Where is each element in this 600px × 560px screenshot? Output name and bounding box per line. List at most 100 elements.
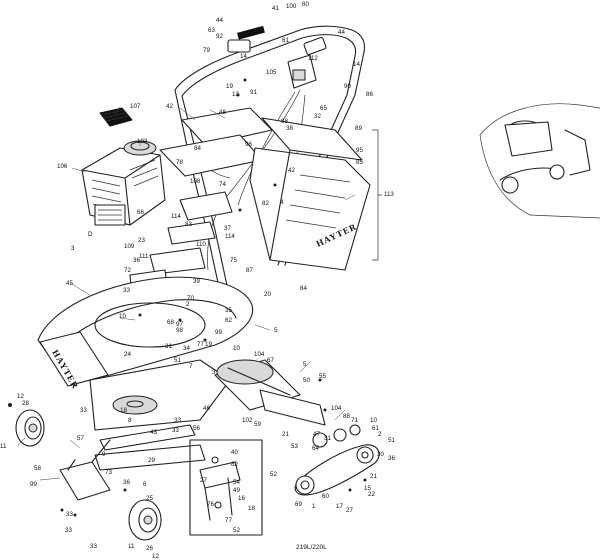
part-callout-22: 22	[368, 491, 375, 498]
part-callout-33: 33	[172, 427, 179, 434]
part-callout-5: 5	[303, 361, 307, 368]
part-callout-61: 61	[282, 37, 289, 44]
part-callout-3: 3	[71, 245, 75, 252]
part-callout-2: 2	[186, 301, 190, 308]
part-callout-91: 91	[250, 89, 257, 96]
part-callout-60: 60	[322, 493, 329, 500]
part-callout-14: 14	[240, 53, 247, 60]
part-callout-104: 104	[254, 351, 265, 358]
part-callout-73: 73	[105, 469, 112, 476]
part-callout-10: 10	[370, 417, 377, 424]
engine-cover-plates	[129, 107, 273, 297]
part-callout-4: 4	[280, 199, 284, 206]
front-left-wheel	[15, 409, 45, 447]
part-callout-67: 67	[267, 357, 274, 364]
part-callout-21: 21	[282, 431, 289, 438]
part-callout-90: 90	[344, 83, 351, 90]
part-callout-6: 6	[143, 481, 147, 488]
rear-left-wheel	[128, 499, 162, 541]
part-callout-30: 30	[377, 451, 384, 458]
wheel-bracket	[59, 439, 111, 501]
part-callout-52: 52	[233, 527, 240, 534]
part-callout-97: 97	[176, 321, 183, 328]
part-callout-82: 82	[262, 200, 269, 207]
part-callout-11: 11	[0, 443, 7, 450]
mower-deck: HAYTER	[37, 276, 254, 391]
part-callout-112: 112	[308, 55, 318, 62]
part-callout-68: 68	[167, 319, 174, 326]
part-callout-74: 74	[219, 181, 226, 188]
part-callout-77: 77	[197, 341, 204, 348]
part-callout-9: 9	[102, 451, 106, 458]
part-callout-15: 15	[364, 485, 371, 492]
part-callout-33: 33	[123, 287, 130, 294]
part-callout-80: 80	[302, 1, 309, 8]
part-callout-88: 88	[281, 118, 288, 125]
part-callout-31: 31	[324, 435, 331, 442]
part-callout-D: D	[88, 231, 93, 238]
part-callout-109: 109	[124, 243, 135, 250]
part-callout-83: 83	[185, 221, 192, 228]
part-callout-20: 20	[264, 291, 271, 298]
part-callout-72: 72	[124, 267, 131, 274]
part-callout-58: 58	[34, 465, 41, 472]
part-callout-13: 13	[232, 91, 239, 98]
decal-plate	[99, 107, 133, 127]
part-callout-26: 26	[146, 545, 153, 552]
part-callout-76: 76	[207, 501, 214, 508]
part-callout-34: 34	[183, 345, 190, 352]
part-callout-24: 24	[124, 351, 131, 358]
part-callout-75: 75	[230, 257, 237, 264]
rear-roller	[214, 359, 326, 426]
part-callout-56: 56	[193, 425, 200, 432]
part-callout-64: 64	[312, 445, 319, 452]
part-callout-36: 36	[123, 479, 130, 486]
part-callout-53: 53	[291, 443, 298, 450]
part-callout-45: 45	[66, 280, 73, 287]
part-callout-51: 51	[388, 437, 395, 444]
part-callout-50: 50	[303, 377, 310, 384]
part-callout-85: 85	[356, 159, 363, 166]
part-callout-28: 28	[22, 400, 29, 407]
part-callout-47: 47	[313, 431, 320, 438]
part-callout-89: 89	[355, 125, 362, 132]
part-callout-18: 18	[120, 407, 127, 414]
part-callout-19: 19	[226, 83, 233, 90]
leader-lines	[17, 106, 356, 481]
part-callout-27: 27	[200, 477, 207, 484]
part-callout-10: 10	[119, 313, 126, 320]
part-callout-51: 51	[174, 357, 181, 364]
part-callout-96: 96	[245, 141, 252, 148]
part-callout-12: 12	[17, 393, 24, 400]
part-callout-42: 42	[166, 103, 173, 110]
part-callout-3: 3	[212, 369, 216, 376]
part-callout-106: 106	[57, 163, 68, 170]
part-callout-32: 32	[314, 113, 321, 120]
part-callout-42: 42	[288, 167, 295, 174]
part-callout-44: 44	[216, 17, 223, 24]
assembled-mower-inset	[479, 103, 600, 219]
part-callout-39: 39	[193, 278, 200, 285]
part-callout-46: 46	[203, 405, 210, 412]
part-callout-11: 11	[128, 543, 135, 550]
part-callout-1: 1	[312, 503, 316, 510]
part-callout-110: 110	[196, 241, 206, 248]
belt-drive	[294, 424, 380, 496]
part-callout-48: 48	[219, 109, 226, 116]
part-callout-10: 10	[233, 345, 240, 352]
part-callout-31: 31	[165, 343, 172, 350]
part-callout-2: 2	[378, 431, 382, 438]
part-callout-111: 111	[139, 253, 149, 260]
part-callout-87: 87	[246, 267, 253, 274]
diagram-code: 219L/220L	[296, 544, 327, 551]
part-callout-98: 98	[176, 327, 183, 334]
part-callout-43: 43	[150, 429, 157, 436]
part-callout-14: 14	[353, 61, 360, 68]
part-callout-84: 84	[300, 285, 307, 292]
part-callout-57: 57	[77, 435, 84, 442]
part-callout-5: 5	[274, 327, 278, 334]
part-callout-55: 55	[319, 373, 326, 380]
part-callout-33: 33	[65, 527, 72, 534]
